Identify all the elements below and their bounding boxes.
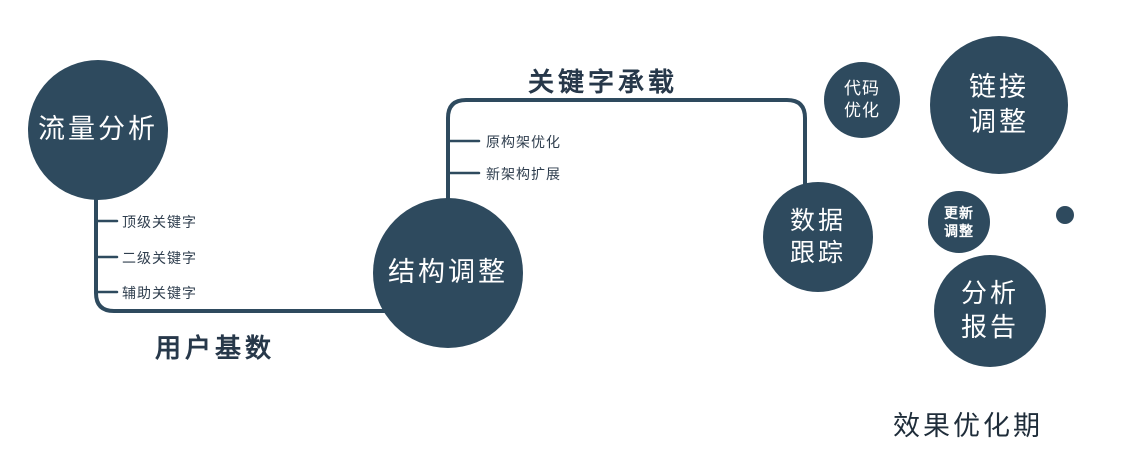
node-traffic-analysis: 流量分析 <box>28 60 168 200</box>
node-code-optimization: 代码 优化 <box>824 62 900 138</box>
node-data-tracking: 数据 跟踪 <box>763 182 873 292</box>
node-update-adjustment-line1: 更新 <box>944 204 974 221</box>
node-code-optimization-line2: 优化 <box>844 101 880 120</box>
edge-label-keyword-carrying: 关键字承载 <box>528 67 679 97</box>
node-update-adjustment-line2: 调整 <box>944 223 974 239</box>
node-data-tracking-line1: 数据 <box>789 206 846 235</box>
branch-label-new-architecture: 新架构扩展 <box>486 166 561 182</box>
node-structure-adjustment: 结构调整 <box>373 198 523 348</box>
branch-label-original-architecture: 原构架优化 <box>486 134 561 150</box>
branch-label-top-keywords: 顶级关键字 <box>122 214 197 230</box>
small-dot-marker <box>1056 206 1074 224</box>
branch-label-second-keywords: 二级关键字 <box>122 250 197 266</box>
node-analysis-report-line2: 报告 <box>960 312 1019 342</box>
node-link-adjustment: 链接 调整 <box>930 36 1068 174</box>
node-code-optimization-line1: 代码 <box>844 78 880 98</box>
node-link-adjustment-line2: 调整 <box>969 107 1029 137</box>
edge-structure-to-tracking <box>446 98 807 208</box>
node-structure-adjustment-label: 结构调整 <box>388 257 508 288</box>
edge-label-user-base: 用户基数 <box>155 333 276 363</box>
node-link-adjustment-line1: 链接 <box>969 71 1029 102</box>
node-analysis-report-line1: 分析 <box>960 278 1019 309</box>
node-data-tracking-line2: 跟踪 <box>789 239 846 267</box>
node-traffic-analysis-label: 流量分析 <box>38 114 158 145</box>
branch-label-aux-keywords: 辅助关键字 <box>122 285 197 301</box>
node-update-adjustment: 更新 调整 <box>928 191 990 253</box>
node-analysis-report: 分析 报告 <box>934 255 1046 367</box>
footer-caption: 效果优化期 <box>893 411 1043 441</box>
